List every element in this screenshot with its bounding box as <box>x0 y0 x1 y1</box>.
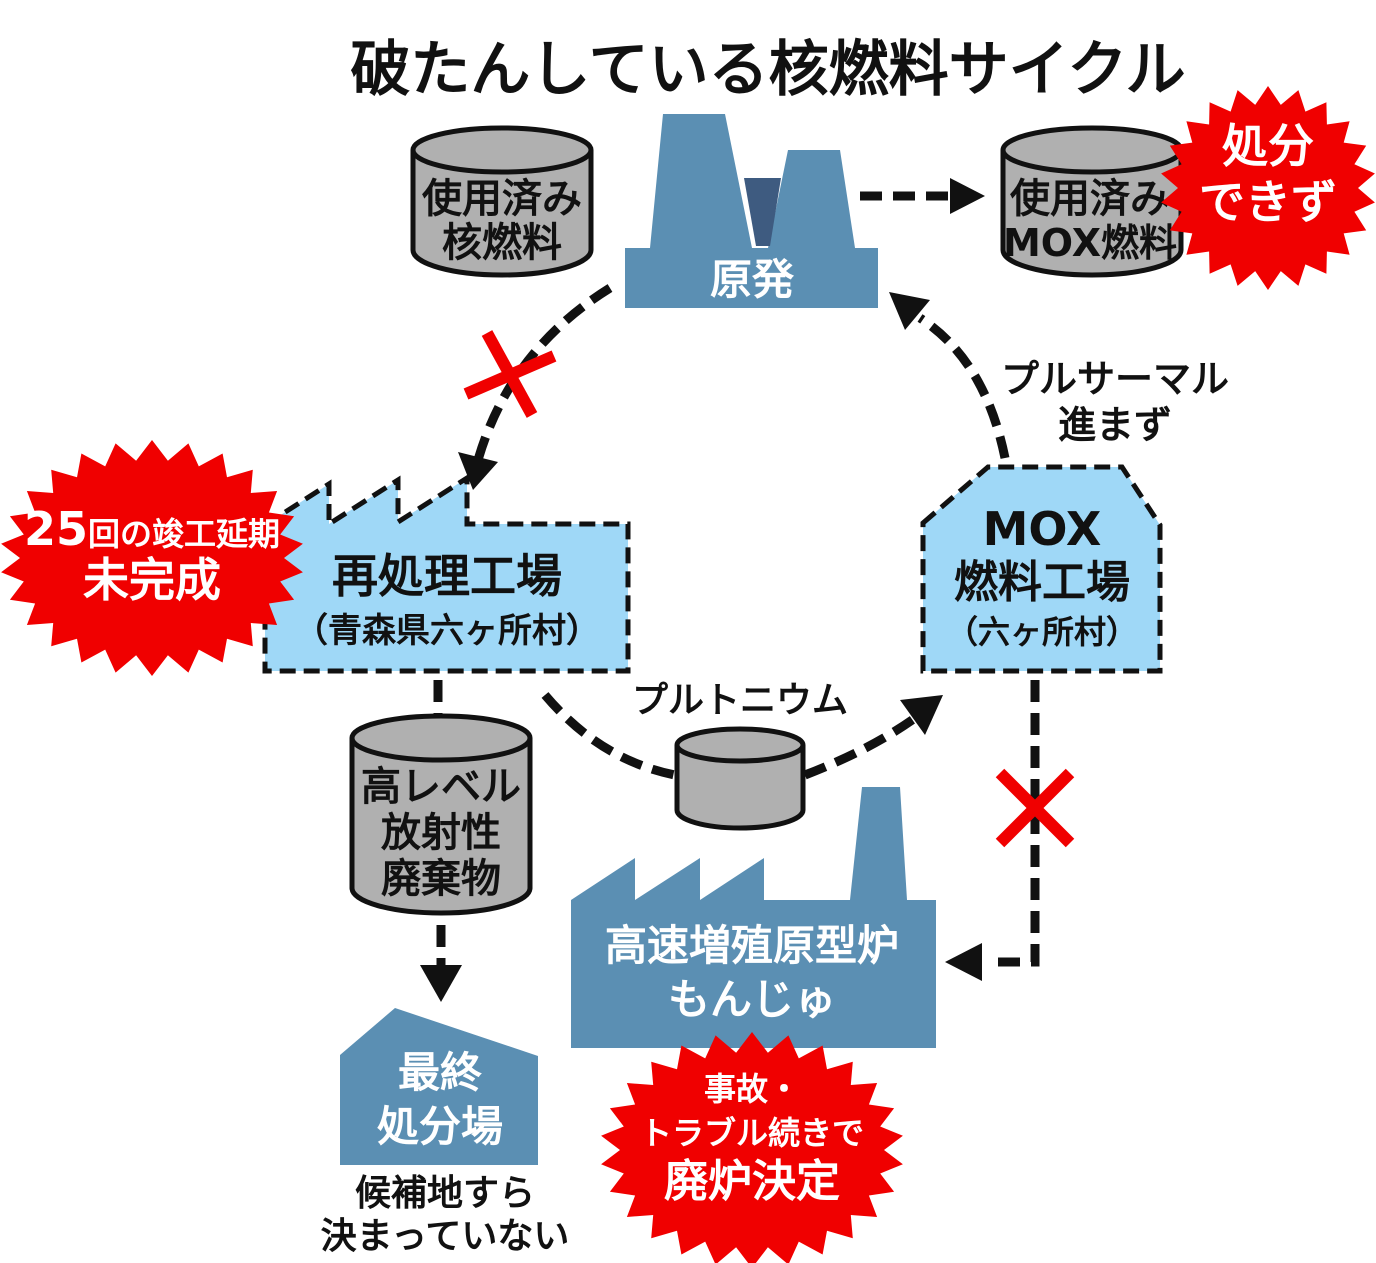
arrowhead-icon <box>900 695 943 735</box>
high-level-waste-container: 高レベル 放射性 廃棄物 <box>349 713 533 916</box>
mox-fuel-factory: MOX 燃料工場 （六ヶ所村） <box>920 464 1163 674</box>
alert-monju-line-1: 事故・ <box>704 1070 800 1108</box>
arrowhead-icon <box>420 965 462 1002</box>
arrowhead-icon <box>458 452 498 490</box>
alert-reprocessing-line-2: 未完成 <box>83 553 221 607</box>
arrowhead-icon <box>945 943 982 981</box>
plutonium-label: プルトニウム <box>632 680 848 721</box>
arrow-mox-to-plant <box>917 314 1010 459</box>
delay-count: 25 <box>24 502 88 556</box>
alert-burst-mox: 処分 できず <box>1161 86 1375 290</box>
spent-mox-label-1: 使用済み <box>1010 176 1170 222</box>
alert-mox-line-1: 処分 <box>1222 119 1314 173</box>
hlw-label-3: 廃棄物 <box>381 856 501 902</box>
hlw-label-2: 放射性 <box>381 810 501 856</box>
monju-label-1: 高速増殖原型炉 <box>605 921 899 970</box>
disposal-label-2: 処分場 <box>377 1102 503 1151</box>
delay-text: 回の竣工延期 <box>88 515 280 553</box>
pluthermal-label-2: 進まず <box>1058 403 1172 447</box>
arrow-mox-to-monju <box>990 680 1040 967</box>
reactor-core-icon <box>744 178 781 246</box>
mox-factory-location: （六ヶ所村） <box>946 613 1138 651</box>
alert-burst-monju: 事故・ トラブル続きで 廃炉決定 <box>601 1032 903 1263</box>
mox-factory-label-2: 燃料工場 <box>954 557 1130 608</box>
arrowhead-icon <box>950 178 985 214</box>
disposal-label-1: 最終 <box>398 1048 482 1097</box>
monju-reactor: 高速増殖原型炉 もんじゅ <box>571 787 936 1048</box>
plutonium-container <box>674 726 806 831</box>
disposal-note-2: 決まっていない <box>321 1216 570 1257</box>
alert-reprocessing-line-1: 25回の竣工延期 <box>24 502 280 556</box>
spent-mox-container: 使用済み MOX燃料 <box>1000 125 1184 278</box>
spent-fuel-container: 使用済み 核燃料 <box>410 125 594 278</box>
monju-label-2: もんじゅ <box>668 975 836 1024</box>
alert-monju-line-3: 廃炉決定 <box>664 1156 840 1207</box>
alert-burst-reprocessing: 25回の竣工延期 未完成 <box>1 440 303 676</box>
reprocessing-plant: 再処理工場 （青森県六ヶ所村） <box>262 473 631 674</box>
pluthermal-label-1: プルサーマル <box>1001 357 1229 401</box>
arrow-reprocessing-to-plutonium <box>541 692 676 780</box>
arrowhead-icon <box>889 292 930 330</box>
final-disposal-site: 最終 処分場 候補地すら 決まっていない <box>321 1008 570 1257</box>
arrow-plutonium-to-mox <box>803 714 918 780</box>
blocked-x-icon <box>995 768 1075 848</box>
hlw-label-1: 高レベル <box>361 764 521 810</box>
disposal-note-1: 候補地すら <box>355 1173 535 1214</box>
mox-factory-label-1: MOX <box>983 502 1102 556</box>
alert-monju-line-2: トラブル続きで <box>640 1114 864 1152</box>
reprocessing-location: （青森県六ヶ所村） <box>294 611 600 651</box>
nuclear-plant-label: 原発 <box>710 255 795 304</box>
page-title: 破たんしている核燃料サイクル <box>350 35 1185 105</box>
alert-mox-line-2: できず <box>1199 175 1337 229</box>
blocked-x-icon <box>463 330 557 418</box>
spent-mox-label-2: MOX燃料 <box>1003 221 1177 265</box>
spent-fuel-label-1: 使用済み <box>422 176 582 222</box>
reprocessing-name: 再処理工場 <box>332 549 562 603</box>
nuclear-plant: 原発 <box>625 114 878 308</box>
spent-fuel-label-2: 核燃料 <box>442 220 562 266</box>
